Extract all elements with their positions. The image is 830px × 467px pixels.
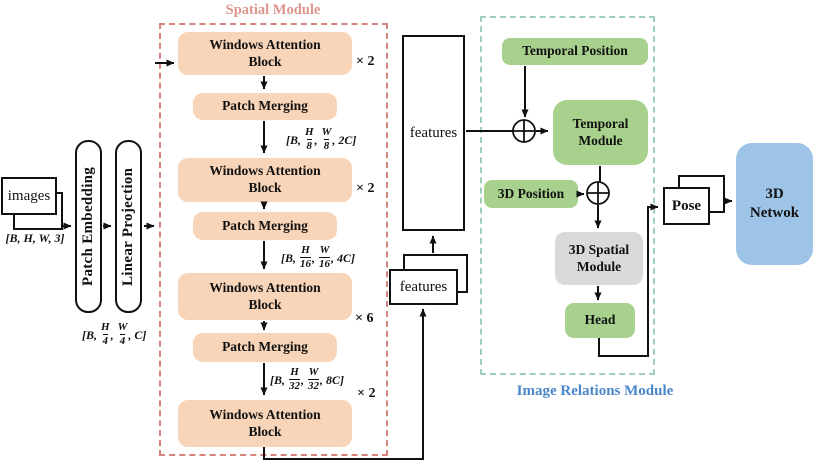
3d-network-box: 3D Netwok: [736, 143, 813, 265]
multiplier-stage3: × 6: [355, 311, 374, 326]
3d-position-box: 3D Position: [484, 180, 578, 208]
multiplier-stage1: × 2: [356, 54, 375, 69]
images-box: images: [1, 177, 57, 215]
pose-box: Pose: [663, 187, 710, 225]
features-box-tall: features: [402, 35, 465, 231]
temporal-module-box: Temporal Module: [553, 100, 648, 165]
temporal-position-box: Temporal Position: [502, 38, 648, 65]
head-box: Head: [565, 303, 635, 338]
spatial-module-title: Spatial Module: [225, 2, 321, 18]
image-relations-module-frame: [480, 16, 655, 375]
features-box-stack: features: [389, 269, 458, 305]
3d-spatial-module-box: 3D Spatial Module: [555, 232, 643, 285]
windows-attention-block-1: Windows Attention Block: [178, 32, 352, 75]
dim-text: [B,: [82, 327, 100, 342]
windows-attention-block-4: Windows Attention Block: [178, 400, 352, 447]
patch-merging-3: Patch Merging: [193, 333, 337, 362]
multiplier-stage4: × 2: [357, 386, 376, 401]
patch-merging-1: Patch Merging: [193, 93, 337, 120]
multiplier-stage2: × 2: [356, 181, 375, 196]
windows-attention-block-3: Windows Attention Block: [178, 273, 352, 320]
image-relations-module-title: Image Relations Module: [516, 383, 674, 399]
patch-merging-2: Patch Merging: [193, 212, 337, 240]
input-dim-label: [B, H, W, 3]: [5, 231, 65, 245]
linear-projection-box: Linear Projection: [115, 140, 142, 313]
patch-embedding-box: Patch Embedding: [75, 140, 102, 313]
windows-attention-block-2: Windows Attention Block: [178, 158, 352, 202]
